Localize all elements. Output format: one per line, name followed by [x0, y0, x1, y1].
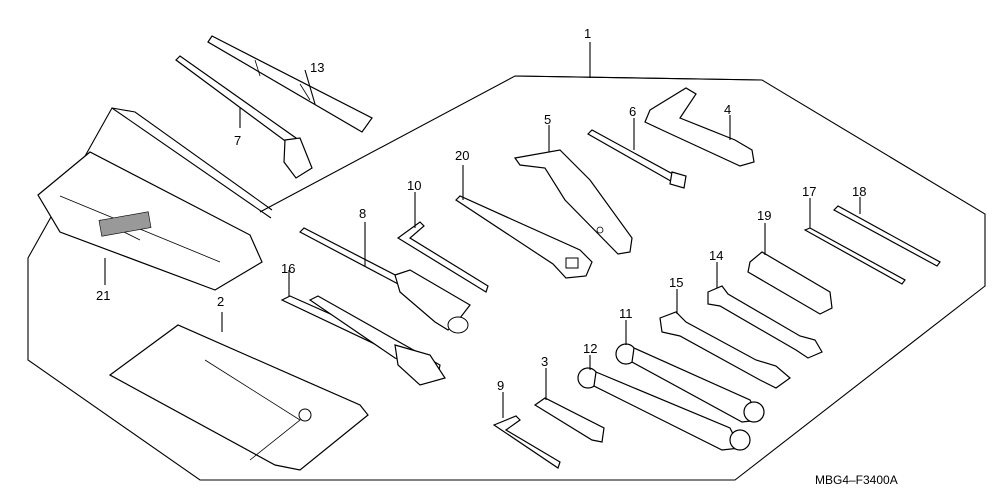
part-19-handle [747, 223, 833, 315]
callout-13: 13 [310, 60, 324, 75]
callout-17: 17 [802, 184, 816, 199]
part-11-ring-wrench [615, 320, 765, 423]
part-10-hex-wrench [396, 192, 489, 293]
part-18-screwdriver [833, 197, 941, 267]
part-14-wrench [707, 262, 823, 359]
part-13-tube [207, 35, 373, 133]
callout-12: 12 [583, 341, 597, 356]
part-8-socket-bar [299, 222, 471, 334]
callout-20: 20 [455, 148, 469, 163]
callout-8: 8 [359, 206, 366, 221]
callout-1: 1 [584, 26, 591, 41]
part-4-hook-spanner [644, 87, 755, 167]
callout-5: 5 [544, 112, 551, 127]
callout-3: 3 [541, 354, 548, 369]
top-edge [514, 75, 763, 81]
part-20-flat-wrench [455, 165, 593, 279]
callout-14: 14 [709, 248, 723, 263]
part-15-wrench [659, 289, 791, 389]
part-17-screwdriver [803, 198, 906, 285]
callout-18: 18 [852, 184, 866, 199]
callout-4: 4 [724, 102, 731, 117]
part-6-shaft [587, 118, 687, 189]
callout-7: 7 [234, 133, 241, 148]
callout-10: 10 [407, 178, 421, 193]
part-2-pouch [108, 312, 369, 471]
part-21-tool-bag [37, 151, 263, 291]
part-16-pliers [280, 270, 446, 386]
callout-9: 9 [497, 378, 504, 393]
callout-16: 16 [281, 261, 295, 276]
callout-21: 21 [96, 288, 110, 303]
callout-19: 19 [757, 208, 771, 223]
callout-15: 15 [669, 275, 683, 290]
diagram-code: MBG4–F3400A [815, 473, 898, 487]
part-3-flat-bar [533, 368, 605, 443]
part-9-hex-wrench [492, 392, 561, 469]
callout-11: 11 [619, 306, 633, 321]
part-5-pin-spanner [513, 125, 633, 255]
callout-6: 6 [629, 104, 636, 119]
part-7-socket-wrench [175, 55, 313, 179]
upper-panel-outline [111, 107, 273, 211]
part-12-ring-wrench [577, 355, 751, 451]
callout-2: 2 [217, 294, 224, 309]
